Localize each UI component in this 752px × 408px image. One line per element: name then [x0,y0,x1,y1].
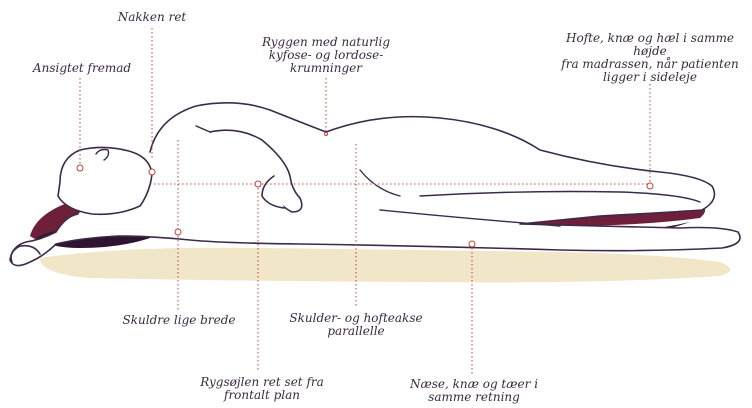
head [58,147,152,214]
marker-nakken [149,169,155,175]
label-skuldre: Skuldre lige brede [112,314,246,327]
label-nakken: Nakken ret [104,11,200,24]
label-skulder-hofte: Skulder- og hofteakse parallelle [278,312,434,338]
marker-hofte [647,183,653,189]
marker-naese [469,241,475,247]
label-ansigtet: Ansigtet fremad [30,62,134,75]
label-hofte: Hofte, knæ og hæl i samme højde fra madr… [548,32,752,84]
marker-ansigtet [77,165,83,171]
marker-rygsoejlen [255,181,261,187]
label-naese: Næse, knæ og tæer i samme retning [404,378,544,404]
marker-skuldre [175,229,181,235]
label-ryggen: Ryggen med naturlig kyfose- og lordose- … [248,36,404,75]
mattress [40,248,730,283]
label-rygsoejlen: Rygsøjlen ret set fra frontalt plan [196,376,328,402]
marker-ryggen [325,133,328,136]
